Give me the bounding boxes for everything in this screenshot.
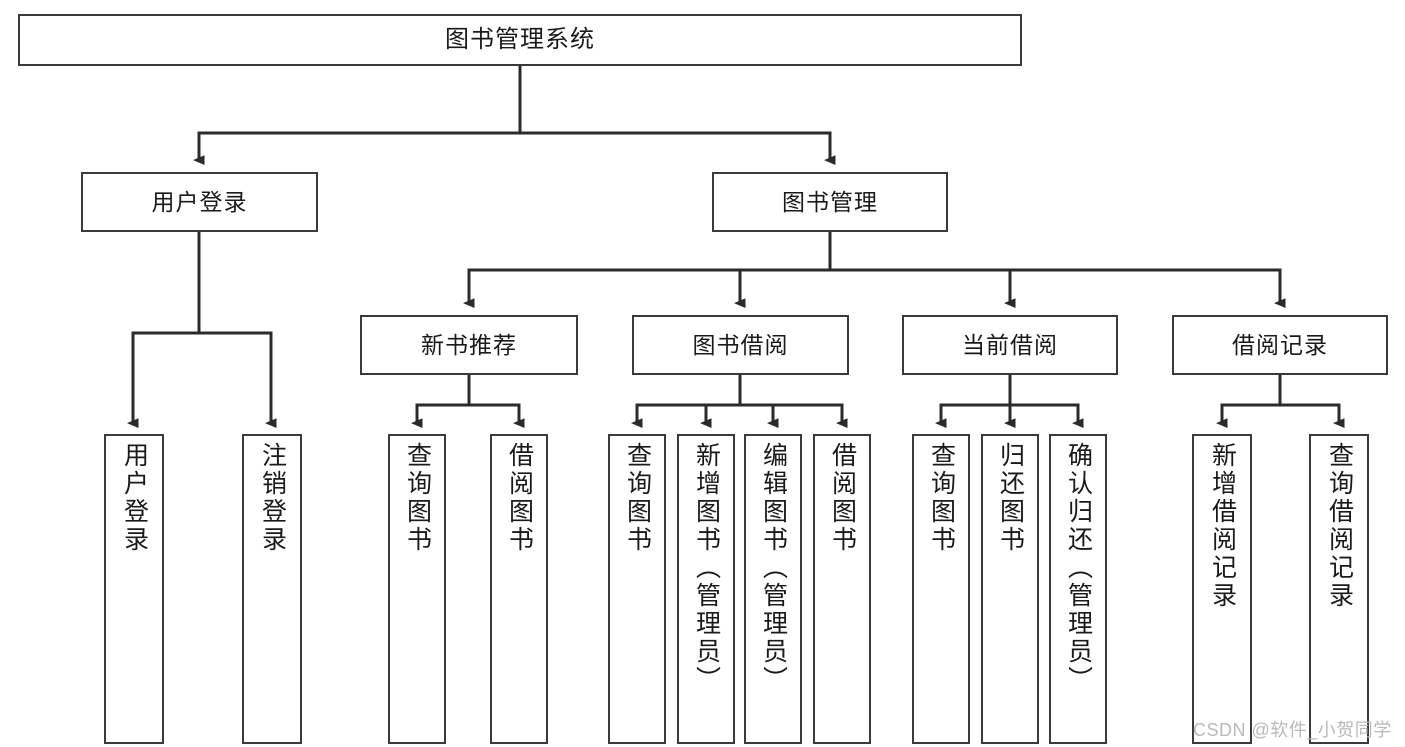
leaf-book-borrow-2-label: 新增图书（管理员） <box>692 442 721 694</box>
leaf-borrow-record-2-label: 查询借阅记录 <box>1325 442 1354 610</box>
node-book-management[interactable]: 图书管理 <box>712 172 948 232</box>
leaf-current-borrow-2[interactable]: 归还图书 <box>981 434 1039 744</box>
leaf-book-borrow-1[interactable]: 查询图书 <box>608 434 666 744</box>
leaf-user-login-2-label: 注销登录 <box>258 442 287 554</box>
node-current-borrow[interactable]: 当前借阅 <box>902 315 1118 375</box>
node-borrow-record[interactable]: 借阅记录 <box>1172 315 1388 375</box>
leaf-new-book-1-label: 查询图书 <box>403 442 432 554</box>
leaf-book-borrow-3-label: 编辑图书（管理员） <box>759 442 788 694</box>
leaf-current-borrow-1[interactable]: 查询图书 <box>912 434 970 744</box>
leaf-book-borrow-3[interactable]: 编辑图书（管理员） <box>744 434 802 744</box>
leaf-user-login-1[interactable]: 用户登录 <box>104 434 164 744</box>
leaf-user-login-2[interactable]: 注销登录 <box>242 434 302 744</box>
node-book-management-label: 图书管理 <box>782 188 878 215</box>
node-book-borrow[interactable]: 图书借阅 <box>632 315 849 375</box>
leaf-book-borrow-4[interactable]: 借阅图书 <box>813 434 871 744</box>
leaf-current-borrow-2-label: 归还图书 <box>996 442 1025 554</box>
node-user-login-label: 用户登录 <box>151 188 248 215</box>
node-current-borrow-label: 当前借阅 <box>962 331 1058 358</box>
watermark: CSDN @软件_小贺同学 <box>1193 720 1392 740</box>
leaf-current-borrow-3-label: 确认归还（管理员） <box>1064 442 1093 694</box>
leaf-new-book-2-label: 借阅图书 <box>505 442 534 554</box>
leaf-borrow-record-1-label: 新增借阅记录 <box>1208 442 1237 610</box>
leaf-book-borrow-4-label: 借阅图书 <box>828 442 857 554</box>
node-new-book-recommend-label: 新书推荐 <box>421 331 517 358</box>
leaf-borrow-record-2[interactable]: 查询借阅记录 <box>1309 434 1369 744</box>
leaf-new-book-2[interactable]: 借阅图书 <box>490 434 548 744</box>
leaf-book-borrow-1-label: 查询图书 <box>623 442 652 554</box>
leaf-current-borrow-1-label: 查询图书 <box>927 442 956 554</box>
leaf-book-borrow-2[interactable]: 新增图书（管理员） <box>677 434 735 744</box>
node-book-borrow-label: 图书借阅 <box>692 331 789 358</box>
leaf-current-borrow-3[interactable]: 确认归还（管理员） <box>1049 434 1107 744</box>
node-user-login[interactable]: 用户登录 <box>81 172 318 232</box>
leaf-user-login-1-label: 用户登录 <box>120 442 149 554</box>
leaf-borrow-record-1[interactable]: 新增借阅记录 <box>1192 434 1252 744</box>
node-new-book-recommend[interactable]: 新书推荐 <box>360 315 578 375</box>
leaf-new-book-1[interactable]: 查询图书 <box>388 434 446 744</box>
node-root[interactable]: 图书管理系统 <box>18 14 1022 66</box>
node-root-label: 图书管理系统 <box>445 26 595 54</box>
node-borrow-record-label: 借阅记录 <box>1232 331 1328 358</box>
